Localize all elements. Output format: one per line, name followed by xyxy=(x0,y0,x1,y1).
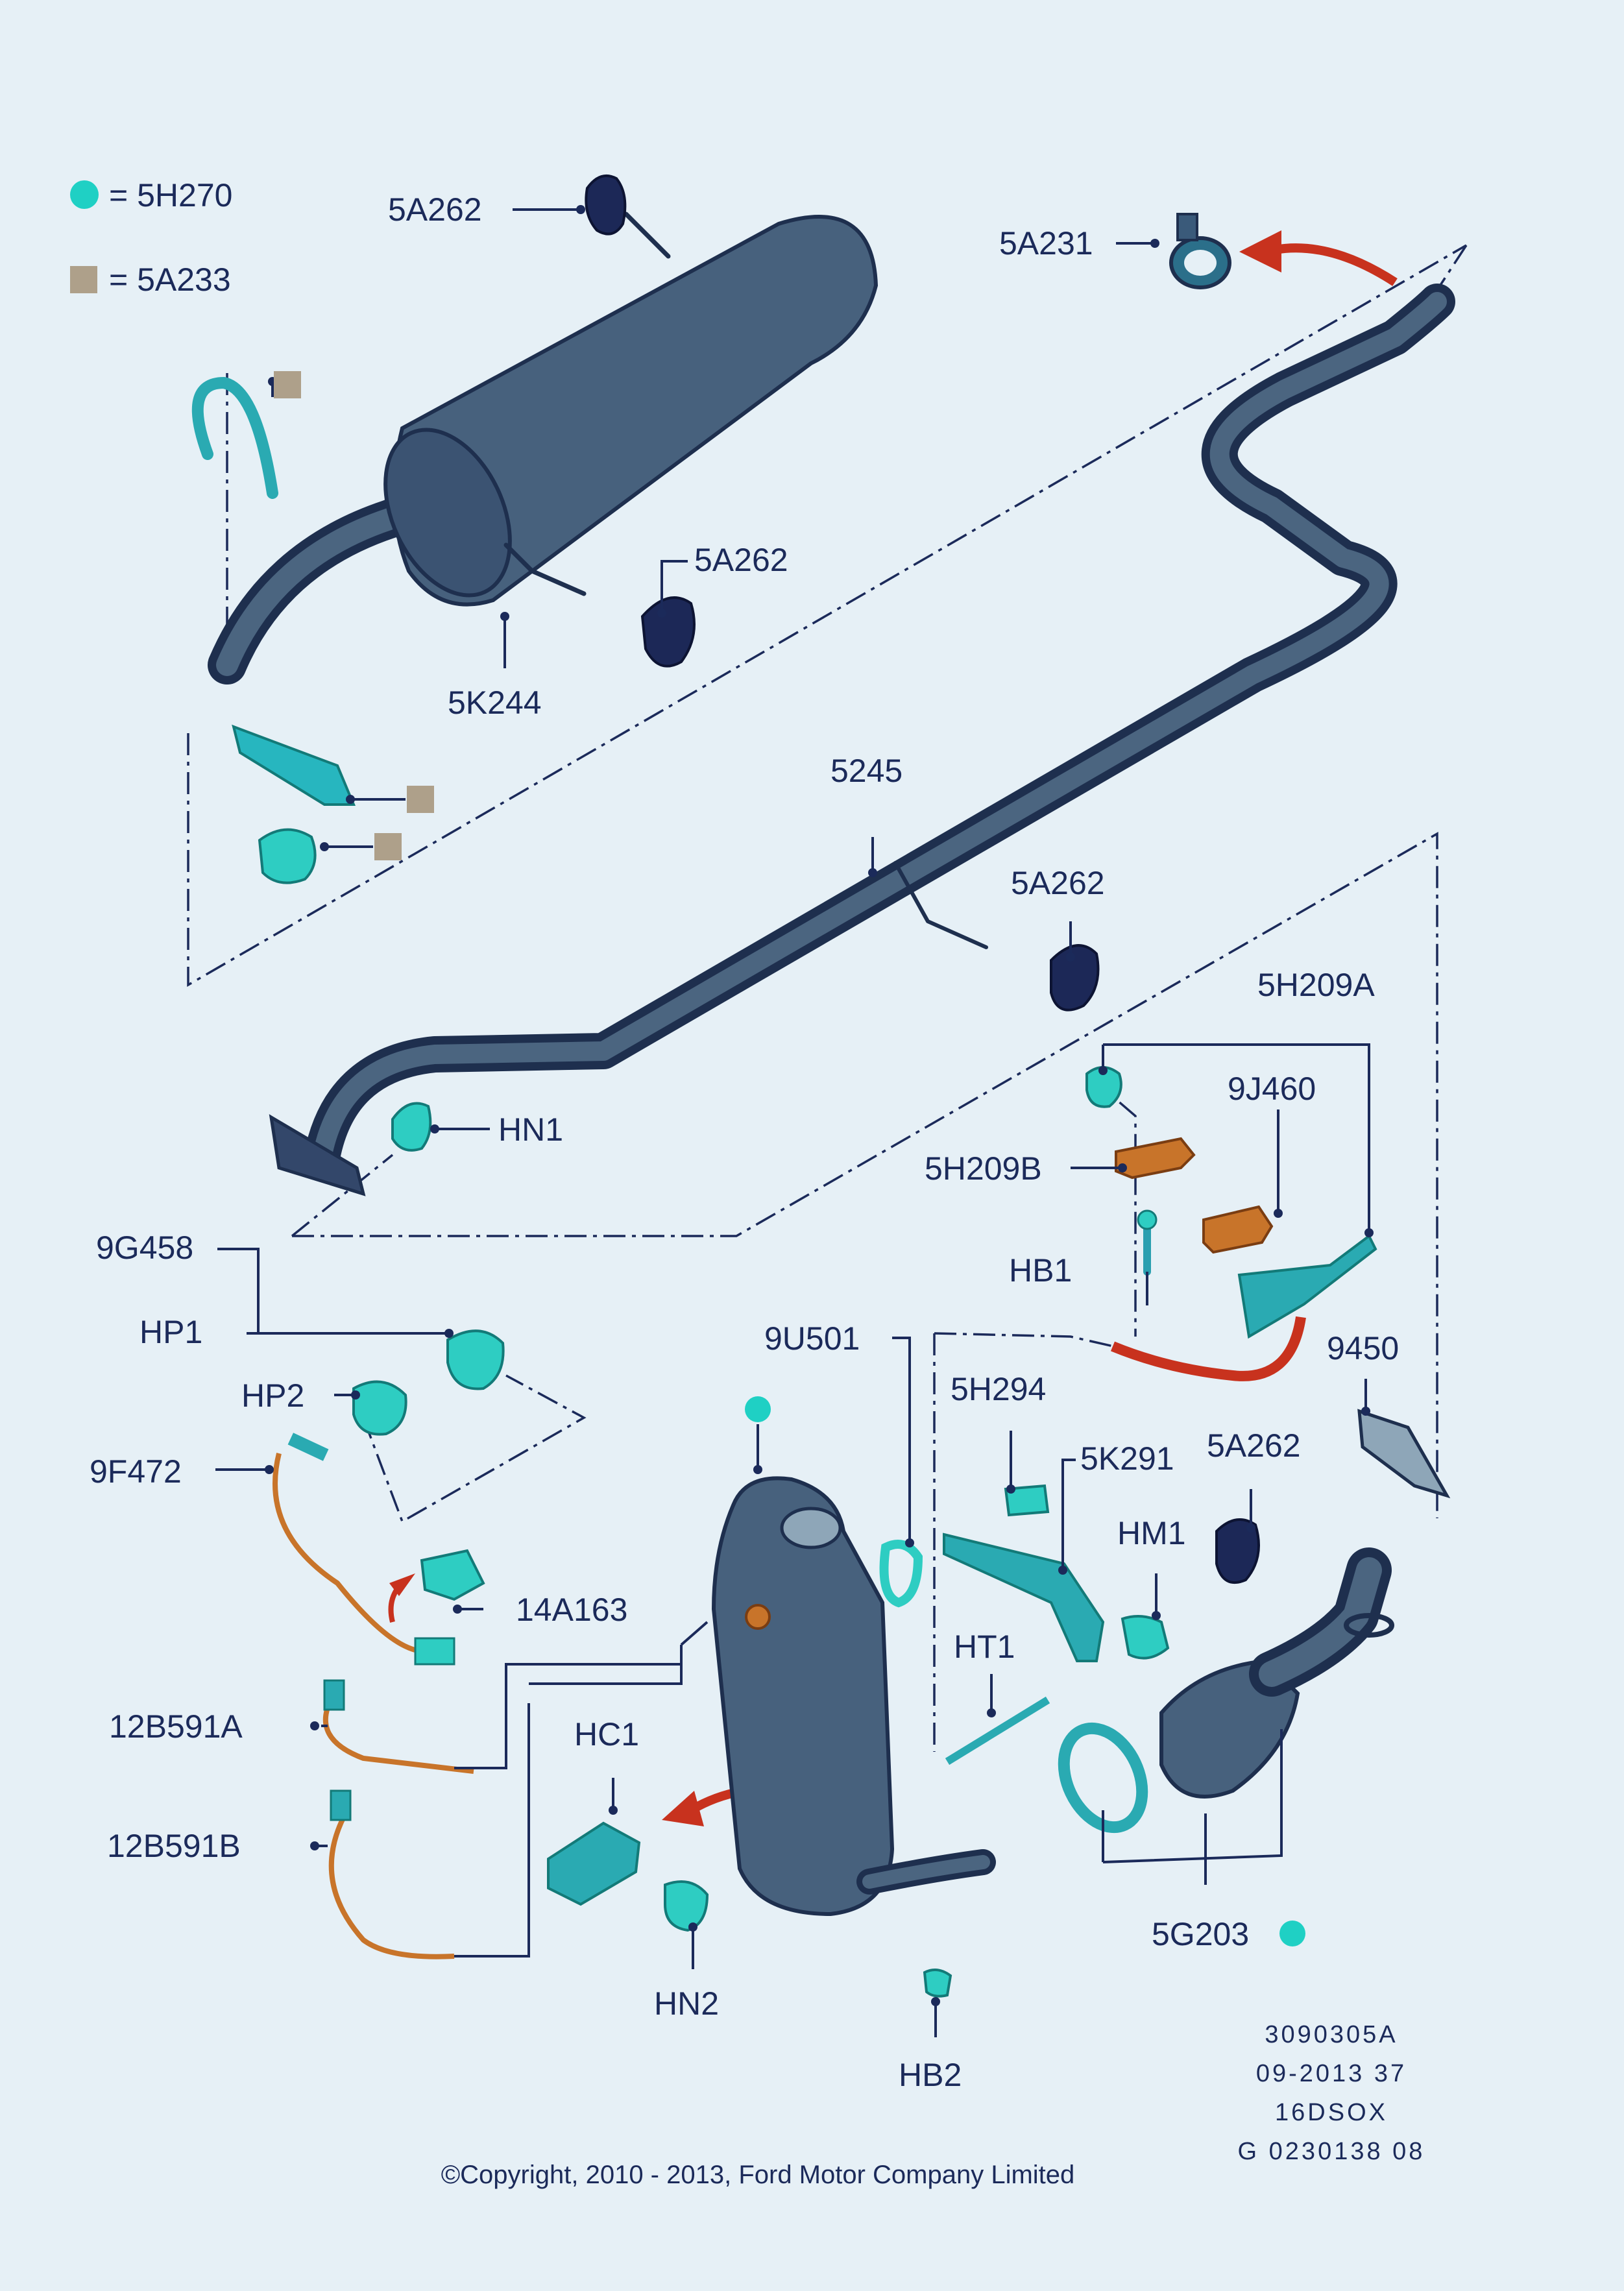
clamp-5a231 xyxy=(1169,213,1231,289)
hanger-5a233 xyxy=(191,376,278,499)
rubber-mounts xyxy=(585,175,1260,1584)
assembly-outlines xyxy=(187,244,1468,1752)
label-ht1: HT1 xyxy=(954,1629,1015,1665)
plug-hp1 xyxy=(446,1329,505,1390)
pressure-sensor-9j460 xyxy=(1202,1205,1274,1254)
label-5a262-low: 5A262 xyxy=(1207,1427,1301,1464)
bracket-5a233 xyxy=(232,724,356,806)
sensor-9f472-tip xyxy=(287,1433,329,1461)
pressure-sensor-5h209b xyxy=(1115,1137,1196,1180)
label-hp2: HP2 xyxy=(241,1377,304,1414)
leader-lines xyxy=(215,208,1370,2037)
front-flange xyxy=(269,1114,366,1196)
label-5g203: 5G203 xyxy=(1152,1916,1249,1952)
label-12b591b: 12B591B xyxy=(107,1828,241,1864)
mount-5a262-low xyxy=(1215,1518,1260,1584)
mount-5a262-mid xyxy=(640,596,696,668)
label-hm1: HM1 xyxy=(1117,1515,1186,1551)
bolt-hb1-head xyxy=(1137,1209,1157,1230)
marker-5h270-dpf xyxy=(745,1396,771,1422)
band-clamp-5g203 xyxy=(1058,1722,1148,1834)
label-12b591a: 12B591A xyxy=(109,1708,243,1745)
sensor-harnesses xyxy=(273,1433,474,1959)
part-labels: 5A262 5A231 5A262 5K244 5245 5A262 5H209… xyxy=(90,191,1399,2093)
label-5a231: 5A231 xyxy=(999,225,1093,261)
label-5a262-mid: 5A262 xyxy=(694,542,788,578)
plug-hn2 xyxy=(664,1880,709,1932)
sensor-9f472-plug xyxy=(414,1637,455,1666)
dpf-canister xyxy=(711,1476,996,1917)
connector-14a163 xyxy=(420,1549,485,1601)
label-9g458: 9G458 xyxy=(96,1230,193,1266)
dpf-sensor-port xyxy=(745,1604,771,1630)
label-9j460: 9J460 xyxy=(1228,1071,1316,1107)
label-5245: 5245 xyxy=(830,753,903,789)
actuator-hc1 xyxy=(547,1821,641,1906)
label-hp1: HP1 xyxy=(139,1314,202,1350)
label-5k244: 5K244 xyxy=(448,685,542,721)
clamp-9u501 xyxy=(879,1540,923,1608)
label-hc1: HC1 xyxy=(574,1716,639,1752)
insulator-5a233 xyxy=(258,828,317,884)
label-hb1: HB1 xyxy=(1009,1252,1072,1289)
insulator-5h294 xyxy=(1004,1484,1050,1517)
label-9450: 9450 xyxy=(1327,1330,1399,1366)
legend-5a233-text: = 5A233 xyxy=(109,261,231,298)
reference-line-3: 16DSOX xyxy=(1275,2099,1388,2126)
small-teal-parts xyxy=(191,376,1451,1998)
label-5a262-right: 5A262 xyxy=(1011,865,1105,901)
legend-5h270-text: = 5H270 xyxy=(109,177,232,213)
copyright-notice: ©Copyright, 2010 - 2013, Ford Motor Comp… xyxy=(441,2161,1075,2189)
pipe-gasket xyxy=(1344,1613,1394,1638)
label-5k291: 5K291 xyxy=(1080,1440,1174,1477)
label-9f472: 9F472 xyxy=(90,1453,182,1490)
mount-5a262-top xyxy=(585,175,627,236)
exhaust-pipe-5245 xyxy=(269,284,1455,1196)
sensor-12b591a-wire xyxy=(322,1699,474,1774)
label-14a163: 14A163 xyxy=(516,1592,627,1628)
dpf-hose xyxy=(1110,1316,1306,1381)
leader-dots xyxy=(265,205,1374,2006)
screw-hb2 xyxy=(923,1969,952,1998)
insulator-hm1 xyxy=(1121,1615,1170,1660)
mount-5a262-right xyxy=(1050,944,1100,1012)
legend: = 5H270 = 5A233 xyxy=(70,177,232,298)
reference-line-4: G 0230138 08 xyxy=(1238,2138,1425,2165)
sensor-9f472-wire xyxy=(273,1453,422,1654)
marker-5h270-5g203 xyxy=(1279,1921,1305,1946)
sensor-12b591b-plug xyxy=(330,1789,352,1821)
tan-markers-5a233 xyxy=(271,371,434,860)
reference-block: 3090305A 09-2013 37 16DSOX G 0230138 08 xyxy=(1238,2021,1425,2165)
reference-line-1: 3090305A xyxy=(1265,2021,1398,2048)
legend-5h270-marker xyxy=(70,180,99,209)
legend-5a233-marker xyxy=(70,266,97,293)
label-hb2: HB2 xyxy=(899,2057,962,2093)
rear-muffler-5k244 xyxy=(208,212,879,685)
label-5a262-top: 5A262 xyxy=(388,191,482,228)
bracket-9450-area xyxy=(1237,1233,1377,1339)
label-5h294: 5H294 xyxy=(951,1371,1046,1407)
temp-sensor-ht1 xyxy=(945,1696,1050,1765)
front-pipe-5g203 xyxy=(1058,1547,1394,1834)
gasket-9450 xyxy=(1357,1409,1451,1499)
reference-line-2: 09-2013 37 xyxy=(1256,2060,1407,2087)
label-hn2: HN2 xyxy=(654,1985,719,2022)
label-hn1: HN1 xyxy=(498,1111,563,1148)
muffler-end-cap xyxy=(383,428,512,598)
label-5h209b: 5H209B xyxy=(925,1150,1042,1187)
sensor-12b591b-wire xyxy=(328,1815,455,1959)
plug-hp2 xyxy=(352,1380,407,1436)
label-9u501: 9U501 xyxy=(764,1320,860,1357)
mount-hn1 xyxy=(391,1102,432,1152)
dpf-inlet xyxy=(780,1507,842,1549)
sensor-12b591a-plug xyxy=(323,1679,345,1711)
label-5h209a: 5H209A xyxy=(1257,967,1375,1003)
